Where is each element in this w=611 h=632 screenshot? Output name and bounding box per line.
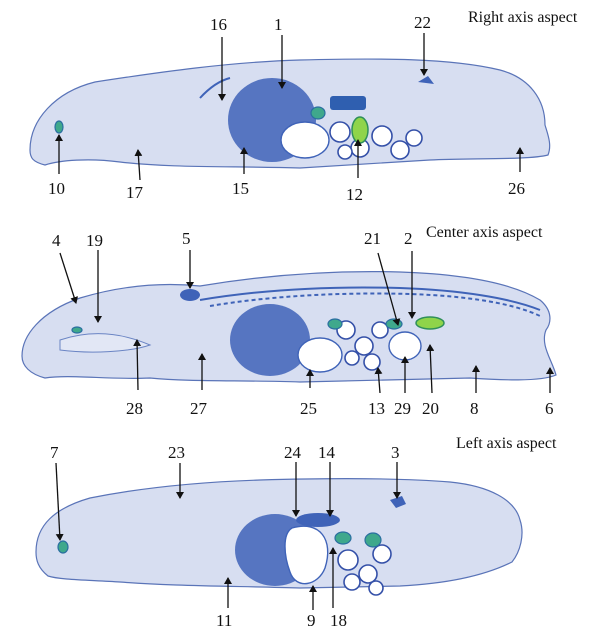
label-25: 25 bbox=[300, 399, 317, 418]
stomach-left bbox=[285, 526, 328, 583]
label-14: 14 bbox=[318, 443, 336, 462]
panel-left-axis: Left axis aspect 7 23 24 14 3 11 9 bbox=[36, 435, 557, 630]
label-8: 8 bbox=[470, 399, 479, 418]
kidney-right bbox=[330, 96, 366, 110]
label-4: 4 bbox=[52, 231, 61, 250]
label-12: 12 bbox=[346, 185, 363, 204]
right-axis-title: Right axis aspect bbox=[468, 9, 578, 26]
label-5: 5 bbox=[182, 229, 191, 248]
uptake-spot-left-a bbox=[335, 532, 351, 544]
label-19: 19 bbox=[86, 231, 103, 250]
label-29: 29 bbox=[394, 399, 411, 418]
uptake-spot-right-b bbox=[352, 117, 368, 143]
label-16: 16 bbox=[210, 15, 227, 34]
label-20: 20 bbox=[422, 399, 439, 418]
stomach-center bbox=[298, 338, 342, 372]
uptake-spot-center-b bbox=[386, 319, 402, 329]
label-17: 17 bbox=[126, 183, 144, 202]
center-axis-title: Center axis aspect bbox=[426, 224, 543, 241]
label-27: 27 bbox=[190, 399, 208, 418]
label-9: 9 bbox=[307, 611, 316, 630]
label-6: 6 bbox=[545, 399, 554, 418]
label-3: 3 bbox=[391, 443, 400, 462]
eye-center bbox=[72, 327, 82, 333]
panel-right-axis: Right axis aspect 1 16 22 10 17 bbox=[30, 9, 578, 204]
label-15: 15 bbox=[232, 179, 249, 198]
eye-right bbox=[55, 121, 63, 133]
structure-5-center bbox=[180, 289, 200, 301]
label-2: 2 bbox=[404, 229, 413, 248]
stomach-right bbox=[281, 122, 329, 158]
label-23: 23 bbox=[168, 443, 185, 462]
label-13: 13 bbox=[368, 399, 385, 418]
label-24: 24 bbox=[284, 443, 302, 462]
label-18: 18 bbox=[330, 611, 347, 630]
eye-left bbox=[58, 541, 68, 553]
uptake-spot-right-a bbox=[311, 107, 325, 119]
label-21: 21 bbox=[364, 229, 381, 248]
liver-center bbox=[230, 304, 310, 376]
label-7: 7 bbox=[50, 443, 59, 462]
panel-center-axis: Center axis aspect bbox=[22, 224, 556, 418]
label-1: 1 bbox=[274, 15, 283, 34]
label-26: 26 bbox=[508, 179, 525, 198]
uptake-spot-center-c bbox=[416, 317, 444, 329]
label-28: 28 bbox=[126, 399, 143, 418]
label-22: 22 bbox=[414, 13, 431, 32]
left-axis-title: Left axis aspect bbox=[456, 435, 557, 452]
uptake-spot-center-a bbox=[328, 319, 342, 329]
uptake-spot-left-b bbox=[365, 533, 381, 547]
label-11: 11 bbox=[216, 611, 232, 630]
label-10: 10 bbox=[48, 179, 65, 198]
spleen-left bbox=[296, 513, 340, 527]
bladder-center bbox=[389, 332, 421, 360]
